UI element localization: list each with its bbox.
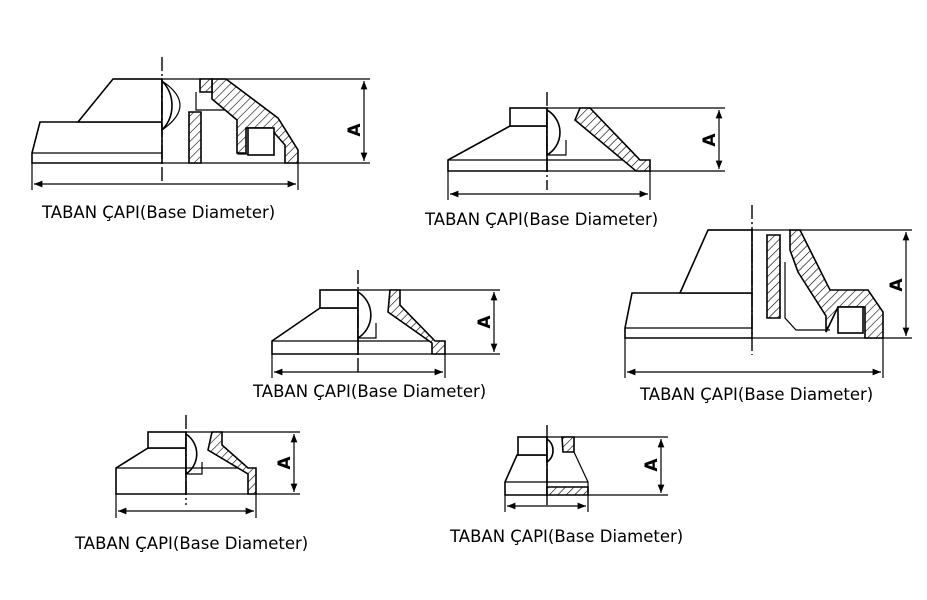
height-dimension-6: A — [574, 436, 668, 496]
base-diameter-dimension-3 — [271, 354, 446, 378]
base-diameter-dimension-1 — [31, 163, 299, 190]
foot-section-6 — [546, 436, 589, 496]
foot-section-3 — [387, 289, 446, 355]
height-dimension-label: A — [345, 123, 365, 137]
height-dimension-label: A — [475, 315, 495, 329]
height-dimension-5: A — [222, 431, 300, 495]
base-diameter-caption-2: TABAN ÇAPI(Base Diameter) — [425, 210, 659, 229]
foot-drawing-6: A — [504, 425, 668, 512]
height-dimension-label: A — [700, 133, 720, 147]
foot-section-1 — [188, 78, 299, 164]
foot-drawing-2: A — [447, 92, 725, 200]
foot-drawing-4: A — [624, 205, 912, 378]
base-diameter-caption-4: TABAN ÇAPI(Base Diameter) — [640, 385, 874, 404]
base-diameter-dimension-6 — [504, 495, 589, 512]
foot-body-2 — [447, 107, 650, 172]
foot-section-4 — [766, 229, 884, 339]
foot-section-2 — [574, 107, 651, 172]
height-dimension-1: A — [210, 78, 370, 164]
base-diameter-caption-1: TABAN ÇAPI(Base Diameter) — [42, 203, 276, 222]
foot-drawing-1: A — [31, 57, 370, 190]
height-dimension-label: A — [887, 278, 907, 292]
base-diameter-caption-5: TABAN ÇAPI(Base Diameter) — [75, 534, 309, 553]
foot-drawing-5: A — [115, 415, 300, 518]
foot-drawing-3: A — [271, 270, 500, 378]
height-dimension-3: A — [400, 289, 500, 355]
height-dimension-label: A — [642, 458, 662, 472]
base-diameter-dimension-2 — [447, 171, 651, 200]
height-dimension-label: A — [275, 456, 295, 470]
height-dimension-2: A — [588, 107, 725, 172]
base-diameter-dimension-4 — [624, 338, 884, 378]
base-diameter-caption-3: TABAN ÇAPI(Base Diameter) — [253, 382, 487, 401]
base-diameter-dimension-5 — [115, 494, 257, 518]
foot-section-5 — [207, 431, 257, 495]
height-dimension-4: A — [790, 229, 912, 339]
base-diameter-caption-6: TABAN ÇAPI(Base Diameter) — [450, 527, 684, 546]
foot-body-4 — [624, 229, 883, 339]
foot-body-5 — [115, 431, 256, 495]
